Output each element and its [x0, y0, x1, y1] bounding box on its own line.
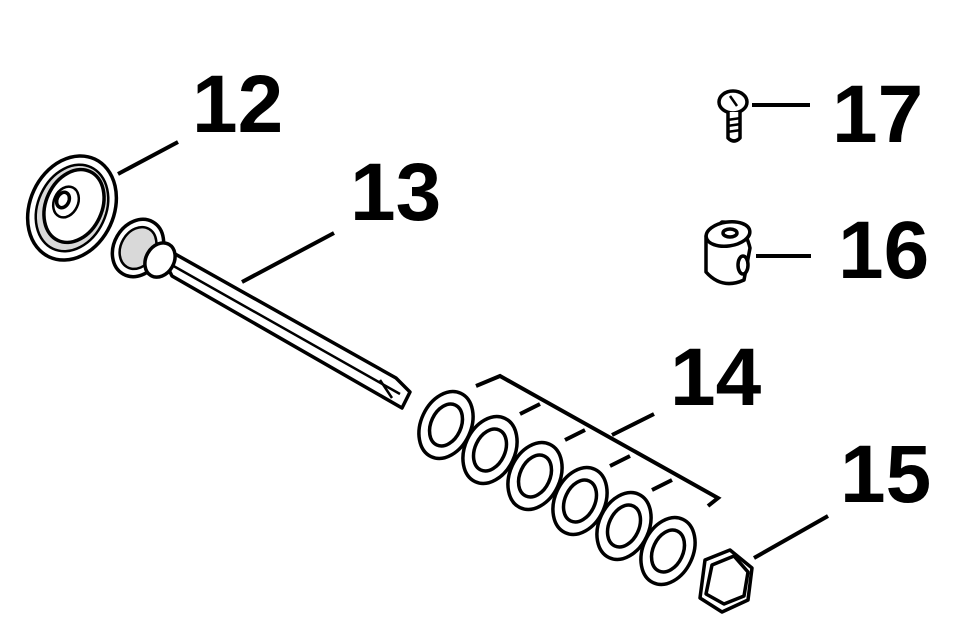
part-12-end-cap [25, 154, 119, 262]
part-15-nut [698, 514, 829, 614]
callout-13: 13 [350, 147, 441, 238]
part-16-sleeve [704, 219, 811, 286]
callout-15: 15 [840, 429, 931, 520]
part-14-washer-set [417, 373, 722, 587]
leader-13 [241, 231, 335, 284]
callout-16: 16 [838, 205, 929, 296]
callout-12: 12 [192, 59, 283, 150]
callout-14: 14 [670, 332, 762, 423]
part-13-shaft [110, 217, 412, 410]
part-17-screw [717, 89, 810, 143]
washer-4 [551, 465, 609, 537]
washer-2 [461, 414, 519, 486]
washer-5 [595, 490, 653, 562]
washer-6 [639, 515, 697, 587]
leader-12 [117, 140, 179, 176]
washer-1 [417, 389, 475, 461]
callout-17: 17 [832, 69, 923, 160]
